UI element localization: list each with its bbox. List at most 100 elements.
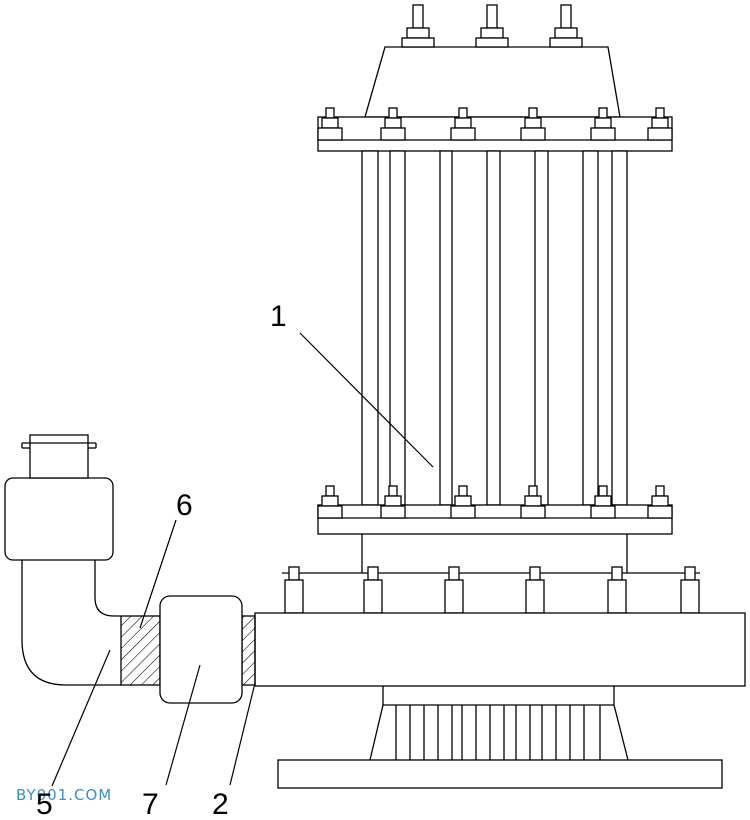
bolt-stud [325,485,335,497]
bolt-head [288,566,300,581]
stator-bar [534,150,549,506]
top-bolt [401,4,435,48]
bolt-stud [412,4,424,29]
label-part-6: 6 [176,489,193,522]
motor-top-cap [364,46,621,118]
part-5-outlet-head [4,477,114,561]
bolt-stud [655,485,665,497]
flange-bolt [317,107,343,141]
label-part-1: 1 [270,300,287,333]
bolt-body [284,579,304,614]
bolt-washer [317,127,343,141]
bolt-head [448,566,460,581]
neck [282,534,700,574]
bolt-stud [486,4,498,29]
stator-bar [582,150,599,506]
bolt-washer [590,127,616,141]
lower-flange [317,504,673,535]
leader-6 [139,519,177,629]
part-2-seal [241,615,256,686]
housing-bolt [525,566,545,614]
top-bolt [475,4,509,48]
bolt-nut [524,495,542,507]
bolt-body [680,579,700,614]
bolt-nut [384,117,402,129]
bolt-stud [388,107,398,119]
bolt-nut [524,117,542,129]
bolt-nut [321,117,339,129]
flange-bolt [590,107,616,141]
bolt-washer [475,37,509,48]
top-cap-bolts [401,4,583,48]
bolt-stud [388,485,398,497]
part-7-coupling [159,595,243,704]
bolt-body [444,579,464,614]
bolt-stud [458,107,468,119]
housing-bolt [680,566,700,614]
lower-flange-bolts [317,485,673,519]
base-plate [277,759,723,789]
bolt-body [363,579,383,614]
bolt-nut [406,27,430,39]
stator-bar [486,150,501,506]
bolt-head [611,566,623,581]
leader-2 [229,682,256,786]
bolt-nut [594,495,612,507]
bolt-stud [560,4,572,29]
leader-5 [51,649,111,787]
flange-bolt [520,485,546,519]
bolt-nut [480,27,504,39]
bolt-washer [450,127,476,141]
flange-bolt [647,107,673,141]
upper-flange-bolts [317,107,673,141]
bolt-head [529,566,541,581]
cooling-fins [395,705,601,760]
pump-housing [254,612,746,687]
flange-bolt [590,485,616,519]
label-part-5: 5 [36,788,53,820]
bolt-washer [450,505,476,519]
housing-bolt [284,566,304,614]
stator-bar [439,150,453,506]
flange-bolt [380,485,406,519]
stator-bar [361,150,379,506]
flange-bolt [647,485,673,519]
bolt-nut [321,495,339,507]
bolt-nut [594,117,612,129]
bolt-washer [647,505,673,519]
bolt-nut [651,495,669,507]
flange-bolt [520,107,546,141]
flange-bolt [450,107,476,141]
bolt-stud [655,107,665,119]
label-part-2: 2 [212,788,229,820]
bolt-nut [454,495,472,507]
stator-bars [361,150,628,506]
flange-bolt [450,485,476,519]
bolt-nut [554,27,578,39]
stator-bar [389,150,406,506]
bolt-stud [598,107,608,119]
bolt-body [525,579,545,614]
bolt-nut [384,495,402,507]
label-part-7: 7 [142,788,159,820]
bolt-nut [651,117,669,129]
bolt-stud [325,107,335,119]
housing-bolts [284,566,700,614]
bolt-washer [520,127,546,141]
leader-7 [165,664,201,786]
bolt-washer [317,505,343,519]
flange-bolt [380,107,406,141]
bolt-head [367,566,379,581]
bolt-stud [598,485,608,497]
bolt-stud [458,485,468,497]
bolt-stud [528,107,538,119]
outlet-cap [21,434,97,479]
bolt-washer [647,127,673,141]
bolt-washer [520,505,546,519]
upper-flange [317,116,673,152]
bolt-washer [380,127,406,141]
housing-bolt [607,566,627,614]
bolt-washer [549,37,583,48]
watermark: BY001.COM [16,786,112,804]
bolt-washer [590,505,616,519]
